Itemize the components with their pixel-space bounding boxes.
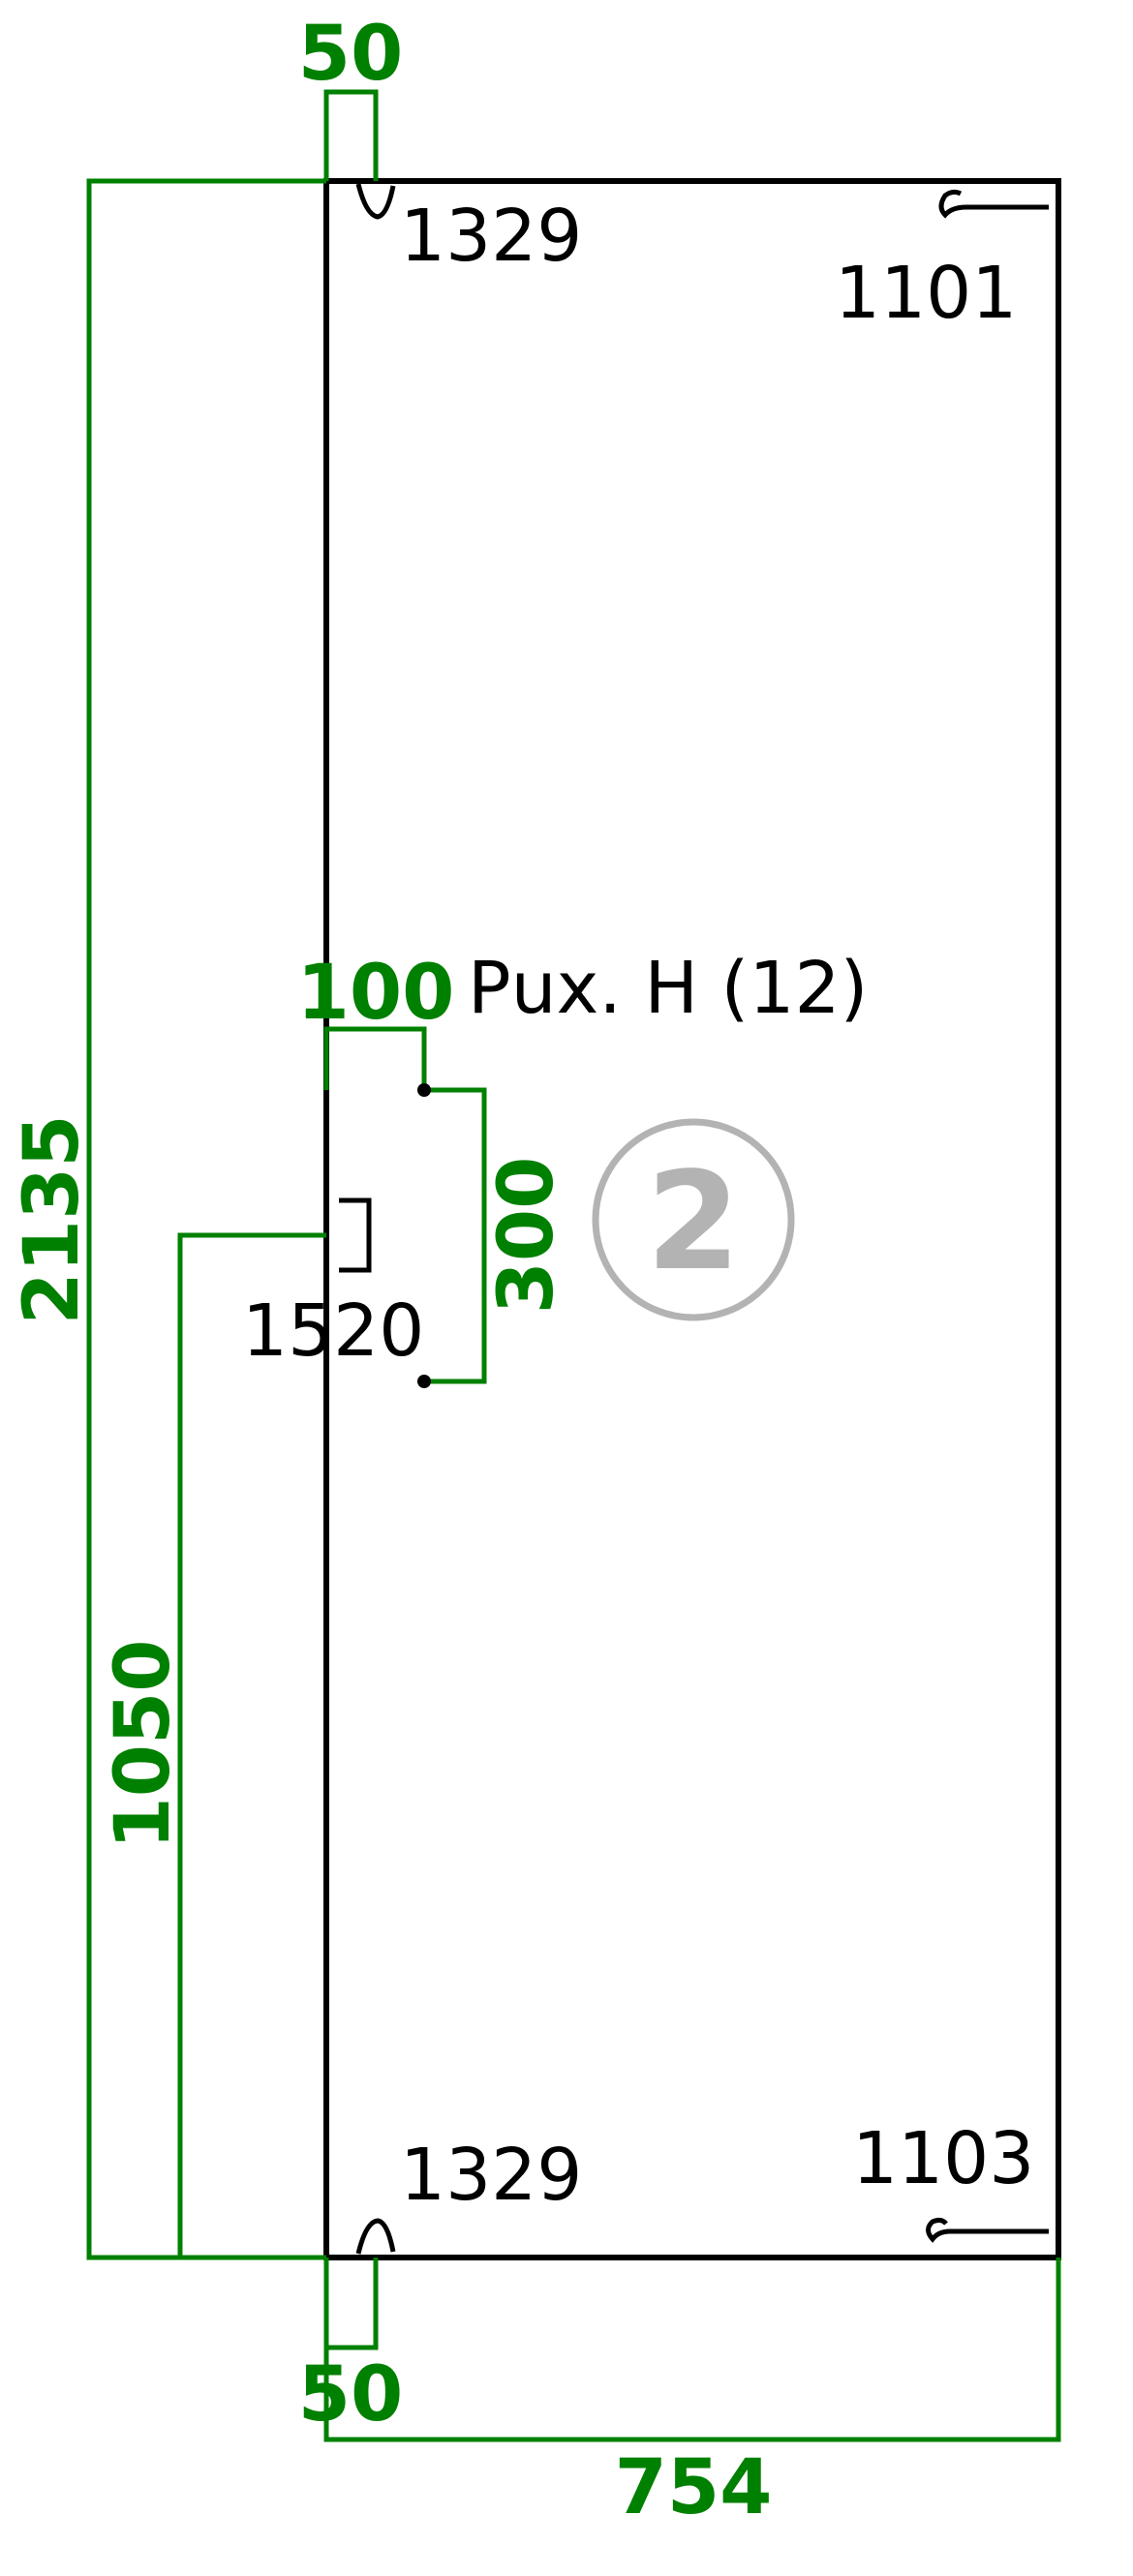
height-dimension-value: 2135 bbox=[9, 1114, 96, 1324]
panel-outline bbox=[323, 178, 1061, 2260]
handle-spacing-dimension-line bbox=[424, 1087, 487, 1384]
width-dimension-value: 754 bbox=[615, 2444, 773, 2531]
top-right-fitting-icon bbox=[938, 189, 1049, 219]
bottom-right-fitting-label: 1103 bbox=[852, 2117, 1034, 2200]
top-hinge-icon bbox=[355, 183, 396, 220]
bottom-offset-dimension-value: 50 bbox=[298, 2351, 404, 2439]
part-number-circle bbox=[592, 1118, 795, 1321]
label-height-dimension-value: 1050 bbox=[100, 1639, 187, 1849]
handle-offset-dimension-line bbox=[323, 1026, 427, 1090]
height-dimension-line bbox=[86, 178, 326, 2260]
part-number-label: 2 bbox=[646, 1143, 740, 1301]
top-offset-dimension-value: 50 bbox=[298, 11, 404, 98]
handle-note-label: Рux. H (12) bbox=[468, 947, 868, 1030]
label-height-dimension-line bbox=[177, 1232, 326, 2258]
top-left-hinge-label: 1329 bbox=[400, 195, 582, 278]
side-fitting-icon bbox=[339, 1197, 372, 1273]
bottom-left-hinge-label: 1329 bbox=[400, 2134, 582, 2217]
bottom-hinge-icon bbox=[355, 2218, 396, 2255]
bottom-right-fitting-icon bbox=[926, 2217, 1049, 2243]
bottom-offset-dimension-line bbox=[323, 2258, 379, 2350]
top-right-fitting-label: 1101 bbox=[835, 252, 1017, 335]
top-offset-dimension-line bbox=[323, 89, 379, 181]
width-dimension-line bbox=[323, 2258, 1061, 2442]
handle-hole-top bbox=[417, 1083, 431, 1097]
handle-hole-bottom bbox=[417, 1375, 431, 1388]
handle-spacing-dimension-value: 300 bbox=[483, 1157, 570, 1315]
handle-offset-dimension-value: 100 bbox=[297, 950, 455, 1037]
side-fitting-label: 1520 bbox=[242, 1289, 424, 1373]
